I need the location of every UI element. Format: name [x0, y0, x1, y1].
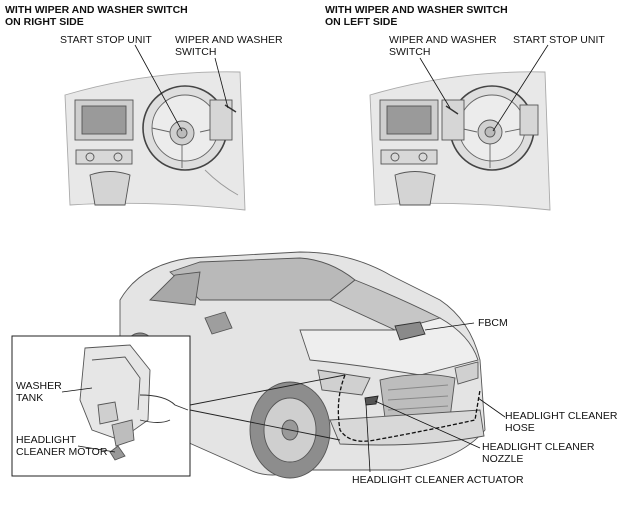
label-headlight-cleaner-nozzle-line1: HEADLIGHT CLEANER [482, 441, 595, 453]
header-left-side-line1: WITH WIPER AND WASHER SWITCH [325, 4, 508, 16]
label-headlight-cleaner-motor-line1: HEADLIGHT [16, 434, 77, 446]
label-start-stop-unit-right: START STOP UNIT [513, 34, 605, 46]
leader-lines [61, 44, 549, 473]
label-wiper-switch-left-line1: WIPER AND WASHER [175, 34, 283, 46]
label-wiper-switch-right-line2: SWITCH [389, 46, 431, 58]
dashboard-illustration-left-switch [369, 71, 551, 211]
label-start-stop-unit-left: START STOP UNIT [60, 34, 152, 46]
label-headlight-cleaner-hose-line1: HEADLIGHT CLEANER [505, 410, 618, 422]
label-wiper-switch-right-line1: WIPER AND WASHER [389, 34, 497, 46]
label-headlight-cleaner-nozzle-line2: NOZZLE [482, 453, 524, 465]
label-washer-tank-line1: WASHER [16, 380, 62, 392]
header-right-side-line1: WITH WIPER AND WASHER SWITCH [5, 4, 188, 16]
washer-tank-inset [11, 335, 346, 477]
header-right-side-line2: ON RIGHT SIDE [5, 16, 84, 28]
label-headlight-cleaner-actuator: HEADLIGHT CLEANER ACTUATOR [352, 474, 524, 486]
dashboard-illustration-right-switch [64, 71, 246, 211]
header-left-side-line2: ON LEFT SIDE [325, 16, 398, 28]
label-headlight-cleaner-hose-line2: HOSE [505, 422, 535, 434]
label-fbcm: FBCM [478, 317, 508, 329]
label-headlight-cleaner-motor-line2: CLEANER MOTOR [16, 446, 108, 458]
label-wiper-switch-left-line2: SWITCH [175, 46, 217, 58]
label-washer-tank-line2: TANK [16, 392, 44, 404]
